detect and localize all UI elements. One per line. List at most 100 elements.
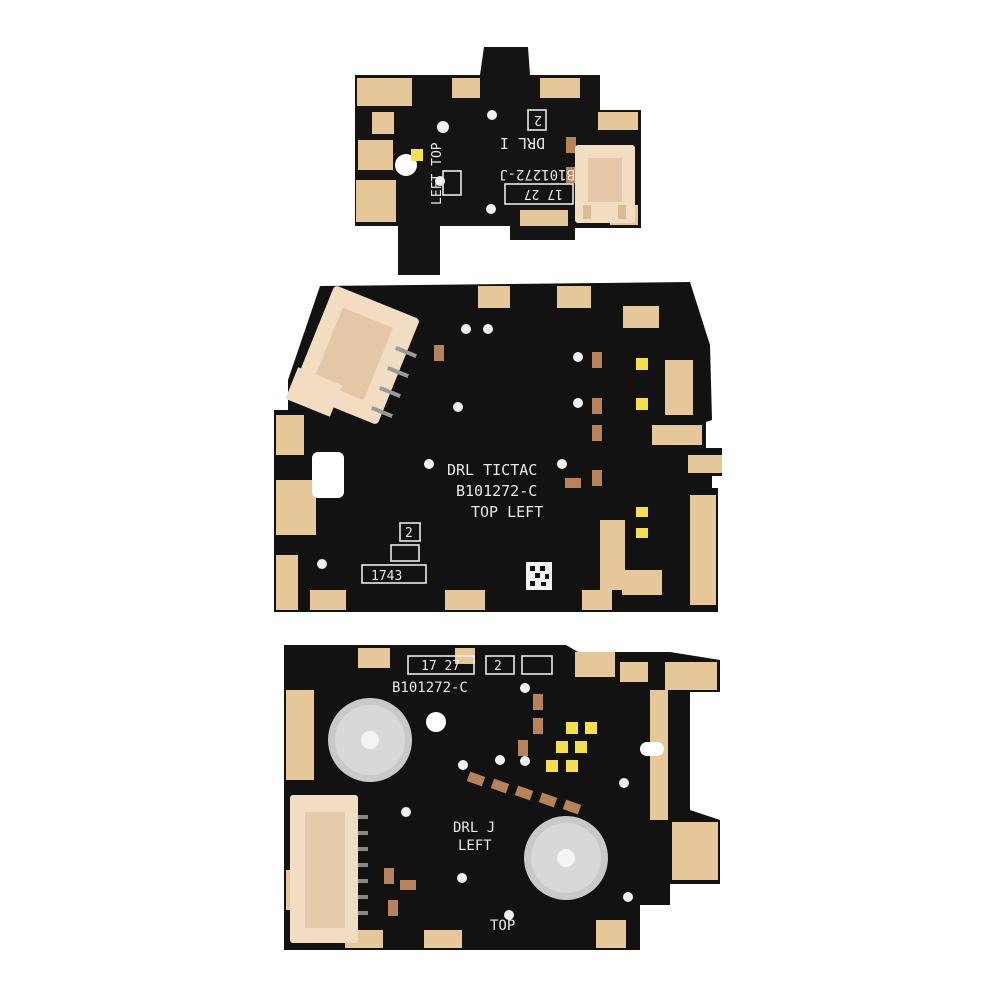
smd-component	[514, 785, 534, 801]
via-hole	[623, 892, 633, 902]
smd-component	[490, 778, 510, 794]
via-hole	[486, 204, 496, 214]
bottom-board-left-label: LEFT	[458, 838, 492, 854]
middle-board-title: DRL TICTAC	[447, 461, 537, 479]
mounting-hole	[426, 712, 446, 732]
smd-component	[384, 868, 394, 884]
smd-component	[400, 880, 416, 890]
recycle-mark	[390, 544, 420, 562]
copper-pad	[358, 140, 393, 170]
smd-component	[466, 771, 486, 787]
copper-pad	[445, 590, 485, 610]
copper-pad	[276, 480, 316, 535]
top-board-date: 17 27	[524, 186, 563, 201]
via-hole	[495, 755, 505, 765]
via-hole	[557, 459, 567, 469]
top-board-num: 2	[534, 112, 542, 127]
top-board-part-label: B101272-J	[499, 166, 575, 182]
bottom-board-date-box	[407, 655, 475, 675]
copper-pad	[310, 590, 346, 610]
smd-component	[592, 470, 602, 486]
smd-component	[592, 425, 602, 441]
led-chip	[636, 358, 648, 370]
copper-pad	[623, 306, 659, 328]
copper-pad	[276, 415, 304, 455]
via-hole	[424, 459, 434, 469]
led-chip	[411, 149, 423, 161]
bottom-board-top-label: TOP	[490, 918, 515, 934]
copper-pad	[557, 286, 591, 308]
copper-pad	[520, 210, 568, 226]
via-hole	[520, 683, 530, 693]
copper-pad	[286, 690, 314, 780]
copper-pad	[356, 180, 396, 222]
via-hole	[520, 756, 530, 766]
top-board-drl-label: DRL I	[500, 134, 545, 152]
via-hole	[573, 352, 583, 362]
copper-pad	[358, 648, 390, 668]
top-board-date-box	[504, 183, 574, 205]
smd-component	[592, 398, 602, 414]
copper-pad	[652, 425, 702, 445]
smd-component	[562, 799, 582, 815]
copper-pad	[622, 570, 662, 595]
copper-pad	[478, 286, 510, 308]
copper-pad	[452, 78, 480, 98]
metal-contact-pad	[524, 816, 608, 900]
middle-board-part: B101272-C	[456, 482, 537, 500]
datamatrix-code	[526, 562, 552, 590]
bottom-board-drl-label: DRL J	[453, 820, 495, 836]
copper-pad	[575, 652, 615, 677]
top-board-num-box	[527, 109, 547, 131]
bottom-board-part: B101272-C	[392, 680, 468, 696]
bottom-board-date: 17 27	[421, 659, 460, 674]
bottom-board-num: 2	[494, 659, 502, 674]
via-hole	[453, 402, 463, 412]
middle-board-date-box	[361, 564, 427, 584]
smd-component	[533, 694, 543, 710]
copper-pad	[688, 455, 722, 473]
middle-board-connector	[285, 286, 419, 424]
middle-pcb-board: DRL TICTAC B101272-C TOP LEFT 2 1743	[274, 282, 722, 612]
recycle-mark	[521, 655, 553, 675]
copper-pad	[665, 360, 693, 415]
bottom-board-connector	[290, 795, 368, 943]
copper-pad	[600, 520, 625, 590]
smd-component	[538, 792, 558, 808]
via-hole	[437, 121, 449, 133]
copper-pad	[596, 920, 626, 948]
copper-pad	[424, 930, 462, 948]
smd-component	[592, 352, 602, 368]
middle-board-position: TOP LEFT	[471, 503, 543, 521]
smd-component	[566, 137, 576, 153]
metal-contact-pad	[328, 698, 412, 782]
middle-board-date: 1743	[371, 569, 402, 584]
led-chip	[636, 528, 648, 538]
via-hole	[504, 910, 514, 920]
led-chip	[636, 507, 648, 517]
copper-pad	[357, 78, 412, 106]
smd-component	[533, 718, 543, 734]
top-board-left-top-label: LEFT TOP	[430, 142, 445, 205]
via-hole	[461, 324, 471, 334]
copper-pad	[665, 662, 717, 690]
smd-component	[518, 740, 528, 756]
smd-component	[565, 478, 581, 488]
via-hole	[458, 760, 468, 770]
via-hole	[483, 324, 493, 334]
copper-pad	[582, 590, 612, 610]
top-pcb-board: LEFT TOP DRL I 2 B101272-J 17 27	[355, 47, 641, 275]
led-chip	[636, 398, 648, 410]
top-board-connector	[575, 145, 635, 223]
copper-pad	[672, 822, 718, 880]
bottom-board-num-box	[485, 655, 515, 675]
via-hole	[487, 110, 497, 120]
via-hole	[317, 559, 327, 569]
bottom-pcb-board: 17 27 2 B101272-C DRL J LEFT TOP	[284, 645, 720, 950]
recycle-mark	[442, 170, 462, 196]
led-array	[546, 722, 597, 772]
via-hole	[573, 398, 583, 408]
middle-board-num-box	[399, 522, 421, 542]
copper-pad	[540, 78, 580, 98]
